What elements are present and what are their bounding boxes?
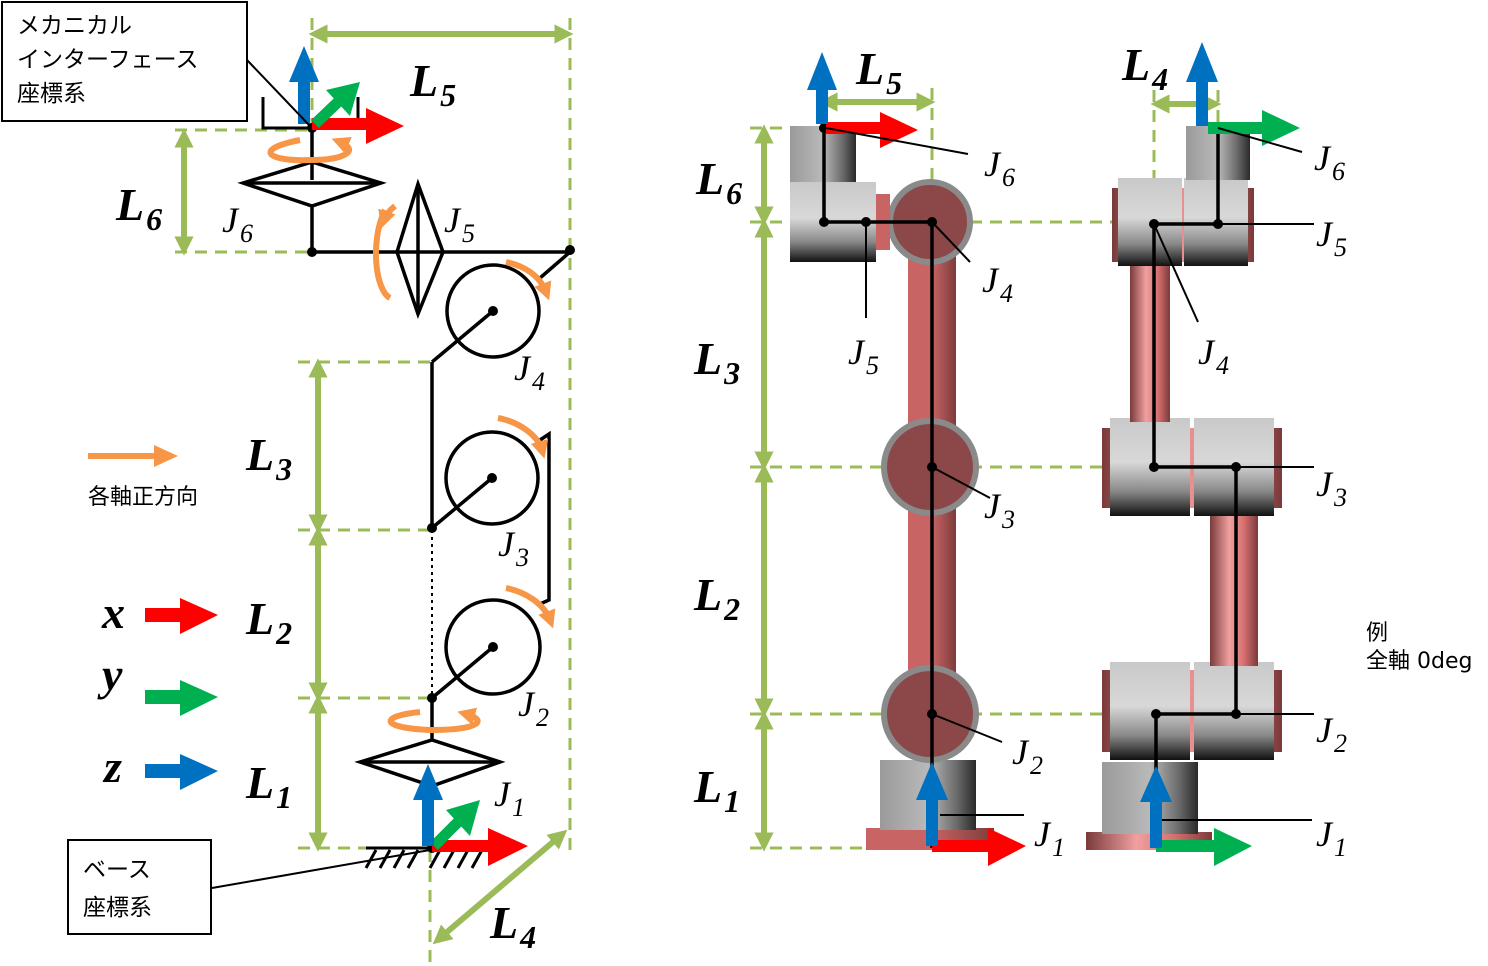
kinematic-chain [237,97,572,869]
side-label-J3: J3 [1316,464,1347,512]
side-label-J5: J5 [1316,214,1347,262]
label-L4: L4 [489,897,536,955]
rotation-j5 [373,208,392,301]
guide-lines [175,18,572,966]
label-J2: J2 [518,684,549,732]
front-label-J1: J1 [1034,814,1065,862]
front-label-L1: L1 [693,761,740,819]
front-label-J5: J5 [848,332,879,380]
legend-x-label: x [101,587,125,638]
legend-z-label: z [102,741,122,792]
example-note-detail: 全軸 0deg [1366,649,1473,674]
front-label-L2: L2 [693,569,740,627]
front-label-J4: J4 [982,260,1013,308]
rotation-j3 [497,415,549,459]
callout-line: メカニカル [17,13,132,39]
legend-y-label: y [97,649,123,700]
label-L6: L6 [115,179,162,237]
callout-line: ベース [83,857,151,883]
side-leader-lines [1153,127,1314,821]
front-label-L3: L3 [693,333,740,391]
side-flange-frame [1186,42,1300,146]
side-kinematic-chain [1152,128,1238,848]
side-view: L4 J6 J5 J4 J3 J2 J1 [1086,39,1347,866]
base-ground-hatch [364,849,484,869]
joint-j3-symbol [444,430,540,526]
rotation-arrows [267,136,556,734]
callout-leader-interface [246,59,311,127]
rotation-j1 [387,707,481,734]
legend-z-arrow [145,764,183,778]
rotation-j4 [505,259,552,301]
joint-j5-symbol [395,178,445,320]
joint-j4-symbol [445,263,541,359]
front-base-frame [916,762,1026,866]
label-L5: L5 [409,55,456,113]
side-label-J6: J6 [1314,138,1345,186]
label-L2: L2 [245,593,292,651]
side-label-L4: L4 [1121,39,1168,97]
legend: 各軸正方向 x y z [88,445,218,792]
front-label-L6: L6 [695,153,742,211]
label-L3: L3 [245,429,292,487]
example-note: 例 全軸 0deg [1366,620,1472,676]
rotation-j6 [267,136,352,164]
side-joint-dots [1149,123,1241,719]
joint-j2-symbol [444,598,542,696]
example-note-title: 例 [1366,621,1389,646]
callout-leader-base [211,849,431,889]
front-kinematic-chain [822,128,934,848]
schematic-view: L5 L6 L3 L2 L1 L4 J6 J5 J4 J3 J2 J1 各軸正方… [88,18,575,966]
side-upper-arm [1210,510,1258,666]
side-label-J4: J4 [1198,332,1229,380]
dimension-arrows [174,24,574,945]
front-label-L5: L5 [855,43,902,101]
side-label-J1: J1 [1316,814,1347,862]
legend-x-arrow [145,608,183,622]
label-J5: J5 [444,200,475,248]
base-frame [413,764,528,866]
front-view: L5 L6 L3 L2 L1 J6 J4 J5 J3 J2 J1 [693,43,1150,866]
callout-line: 座標系 [17,81,86,107]
dim-L4 [432,829,568,945]
rotation-j2 [505,585,556,629]
legend-rotation-label: 各軸正方向 [88,485,198,510]
callout-line: インターフェース [17,47,199,73]
side-j2-housing [1110,662,1190,760]
label-J6: J6 [222,200,253,248]
mechanical-interface-frame [289,46,404,144]
label-J1: J1 [494,774,525,822]
side-base-frame [1140,766,1252,866]
base-callout: ベース 座標系 [67,839,212,935]
front-label-J6: J6 [984,144,1015,192]
side-label-J2: J2 [1316,710,1347,758]
side-forearm [1130,262,1170,422]
label-L1: L1 [245,757,292,815]
callout-line: 座標系 [83,895,152,921]
label-J4: J4 [514,348,545,396]
front-leader-lines [825,127,1024,816]
legend-y-arrow [145,690,183,704]
front-label-J2: J2 [1012,732,1043,780]
mechanical-interface-callout: メカニカル インターフェース 座標系 [1,1,248,122]
front-label-J3: J3 [984,486,1015,534]
label-J3: J3 [498,524,529,572]
front-dimension-arrows [754,92,936,852]
